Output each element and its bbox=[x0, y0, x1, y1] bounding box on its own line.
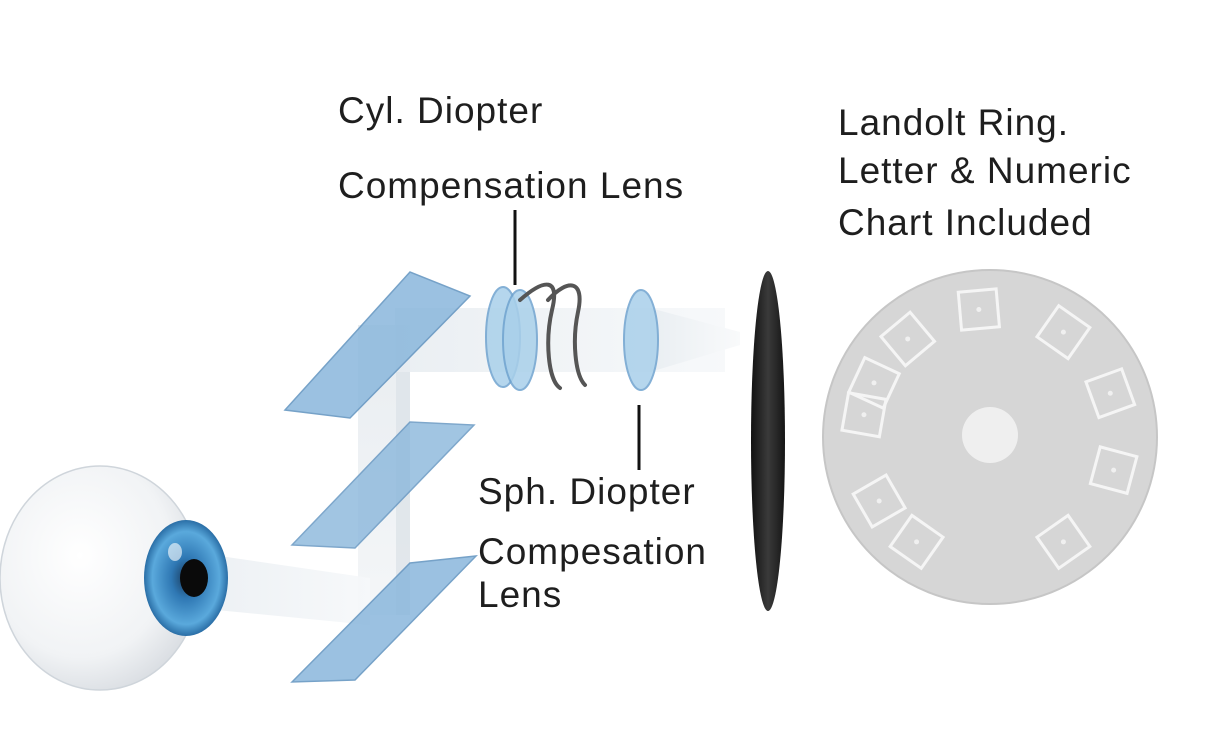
chart-symbol-square bbox=[956, 287, 1002, 332]
focus-plate bbox=[751, 271, 785, 611]
chart-symbol-square bbox=[878, 310, 937, 368]
chart-title-line-1: Landolt Ring. bbox=[838, 102, 1070, 143]
eye-icon bbox=[0, 465, 228, 691]
mirror-icon bbox=[290, 421, 476, 549]
chart-symbol-mark bbox=[876, 498, 882, 504]
chart-symbol-mark bbox=[1111, 467, 1117, 473]
cyl-lens-group bbox=[485, 282, 659, 391]
chart-symbol-square bbox=[840, 391, 888, 439]
sph-compensation-label: Compesation bbox=[478, 531, 708, 572]
mirror-icon bbox=[283, 271, 472, 419]
beam-cone bbox=[650, 308, 740, 372]
chart-center-hole bbox=[962, 407, 1018, 463]
chart-symbol-square bbox=[1088, 445, 1139, 496]
chart-title-line-3: Chart Included bbox=[838, 202, 1093, 243]
mirrors bbox=[283, 271, 478, 683]
chart-symbol-mark bbox=[976, 306, 982, 312]
chart-symbol-mark bbox=[1060, 329, 1066, 335]
lens-icon bbox=[623, 289, 659, 391]
chart-symbol-mark bbox=[1107, 390, 1113, 396]
sph-lens-label: Lens bbox=[478, 574, 563, 615]
chart-symbol-mark bbox=[861, 412, 867, 418]
chart-symbol-mark bbox=[914, 539, 920, 545]
chart-symbol-square bbox=[851, 472, 908, 530]
cyl-diopter-label: Cyl. Diopter bbox=[338, 90, 544, 131]
chart-symbol-square bbox=[846, 355, 902, 411]
spring-icon bbox=[518, 282, 587, 390]
sph-diopter-label: Sph. Diopter bbox=[478, 471, 696, 512]
chart-symbol-mark bbox=[905, 336, 911, 342]
chart-symbol-square bbox=[1084, 366, 1137, 420]
lens-icon bbox=[502, 289, 538, 391]
chart-title-line-2: Letter & Numeric bbox=[838, 150, 1132, 191]
chart-symbol-mark bbox=[1060, 539, 1066, 545]
chart-symbol-mark bbox=[871, 380, 877, 386]
pupil bbox=[180, 559, 208, 597]
cyl-compensation-label: Compensation Lens bbox=[338, 165, 685, 206]
chart-symbol-square bbox=[1034, 513, 1092, 571]
chart-disc-icon bbox=[822, 269, 1158, 605]
chart-symbol-square bbox=[1034, 303, 1092, 361]
chart-symbol-squares bbox=[840, 287, 1139, 571]
eye-highlight bbox=[168, 543, 182, 561]
chart-symbol-square bbox=[888, 513, 946, 571]
mirror-icon bbox=[290, 555, 478, 683]
